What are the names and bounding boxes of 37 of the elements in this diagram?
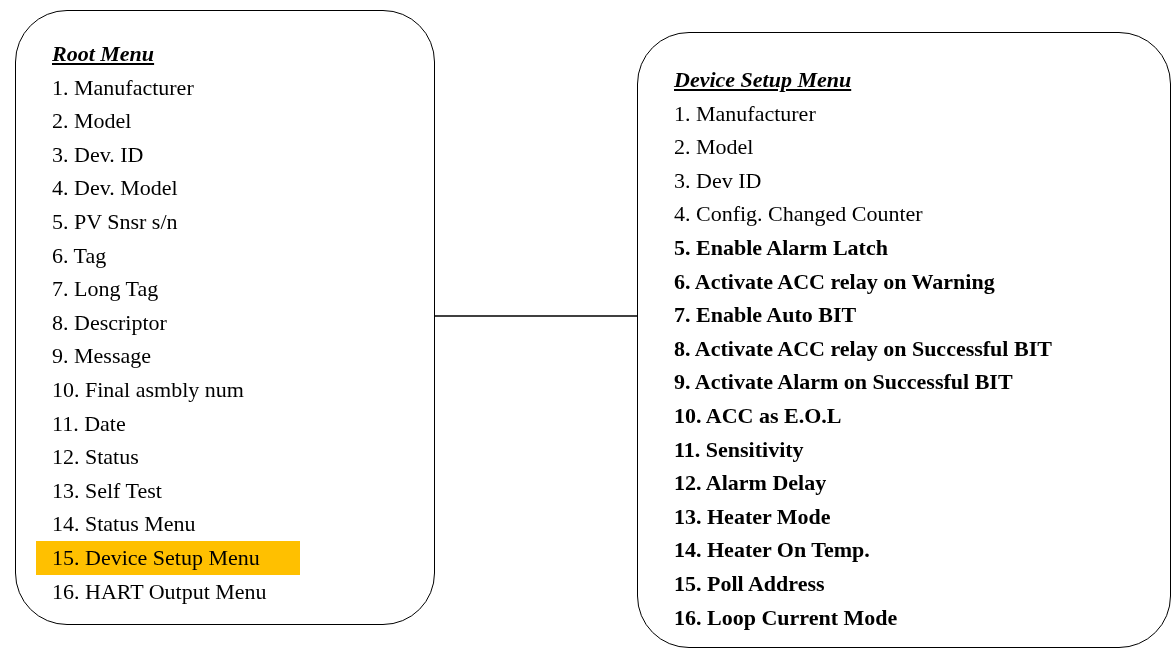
menu-item: 14. Heater On Temp.	[674, 536, 870, 565]
connector-line	[434, 315, 638, 317]
menu-item: 16. Loop Current Mode	[674, 603, 898, 632]
menu-heading: Root Menu	[52, 40, 155, 68]
menu-item: 1. Manufacturer	[52, 73, 194, 102]
highlighted-menu-item: 15. Device Setup Menu	[36, 540, 300, 575]
menu-item: 4. Dev. Model	[52, 174, 178, 203]
menu-item: 9. Message	[52, 342, 151, 371]
menu-item: 8. Descriptor	[52, 308, 167, 337]
menu-item: 9. Activate Alarm on Successful BIT	[674, 368, 1013, 397]
menu-item: 1. Manufacturer	[674, 99, 816, 128]
menu-item: 13. Heater Mode	[674, 502, 831, 531]
menu-panel	[15, 10, 435, 625]
menu-item: 11. Sensitivity	[674, 435, 804, 464]
menu-item: 6. Tag	[52, 241, 107, 270]
menu-item: 14. Status Menu	[52, 510, 196, 539]
menu-item: 16. HART Output Menu	[52, 577, 267, 606]
menu-item: 3. Dev ID	[674, 166, 762, 195]
menu-item: 3. Dev. ID	[52, 140, 144, 169]
menu-item: 5. Enable Alarm Latch	[674, 233, 888, 262]
menu-item: 12. Status	[52, 443, 139, 472]
menu-panel	[637, 32, 1171, 648]
menu-item: 11. Date	[52, 409, 126, 438]
menu-item: 13. Self Test	[52, 476, 162, 505]
menu-item: 7. Enable Auto BIT	[674, 301, 857, 330]
menu-item: 10. Final asmbly num	[52, 375, 244, 404]
menu-item: 12. Alarm Delay	[674, 469, 827, 498]
menu-item: 4. Config. Changed Counter	[674, 200, 923, 229]
menu-item: 7. Long Tag	[52, 275, 159, 304]
menu-item: 8. Activate ACC relay on Successful BIT	[674, 334, 1052, 363]
menu-item: 5. PV Snsr s/n	[52, 207, 178, 236]
menu-item: 15. Poll Address	[674, 569, 825, 598]
menu-item: 2. Model	[52, 107, 132, 136]
menu-item: 2. Model	[674, 133, 754, 162]
menu-heading: Device Setup Menu	[674, 66, 852, 94]
menu-item: 10. ACC as E.O.L	[674, 401, 842, 430]
menu-item: 6. Activate ACC relay on Warning	[674, 267, 995, 296]
